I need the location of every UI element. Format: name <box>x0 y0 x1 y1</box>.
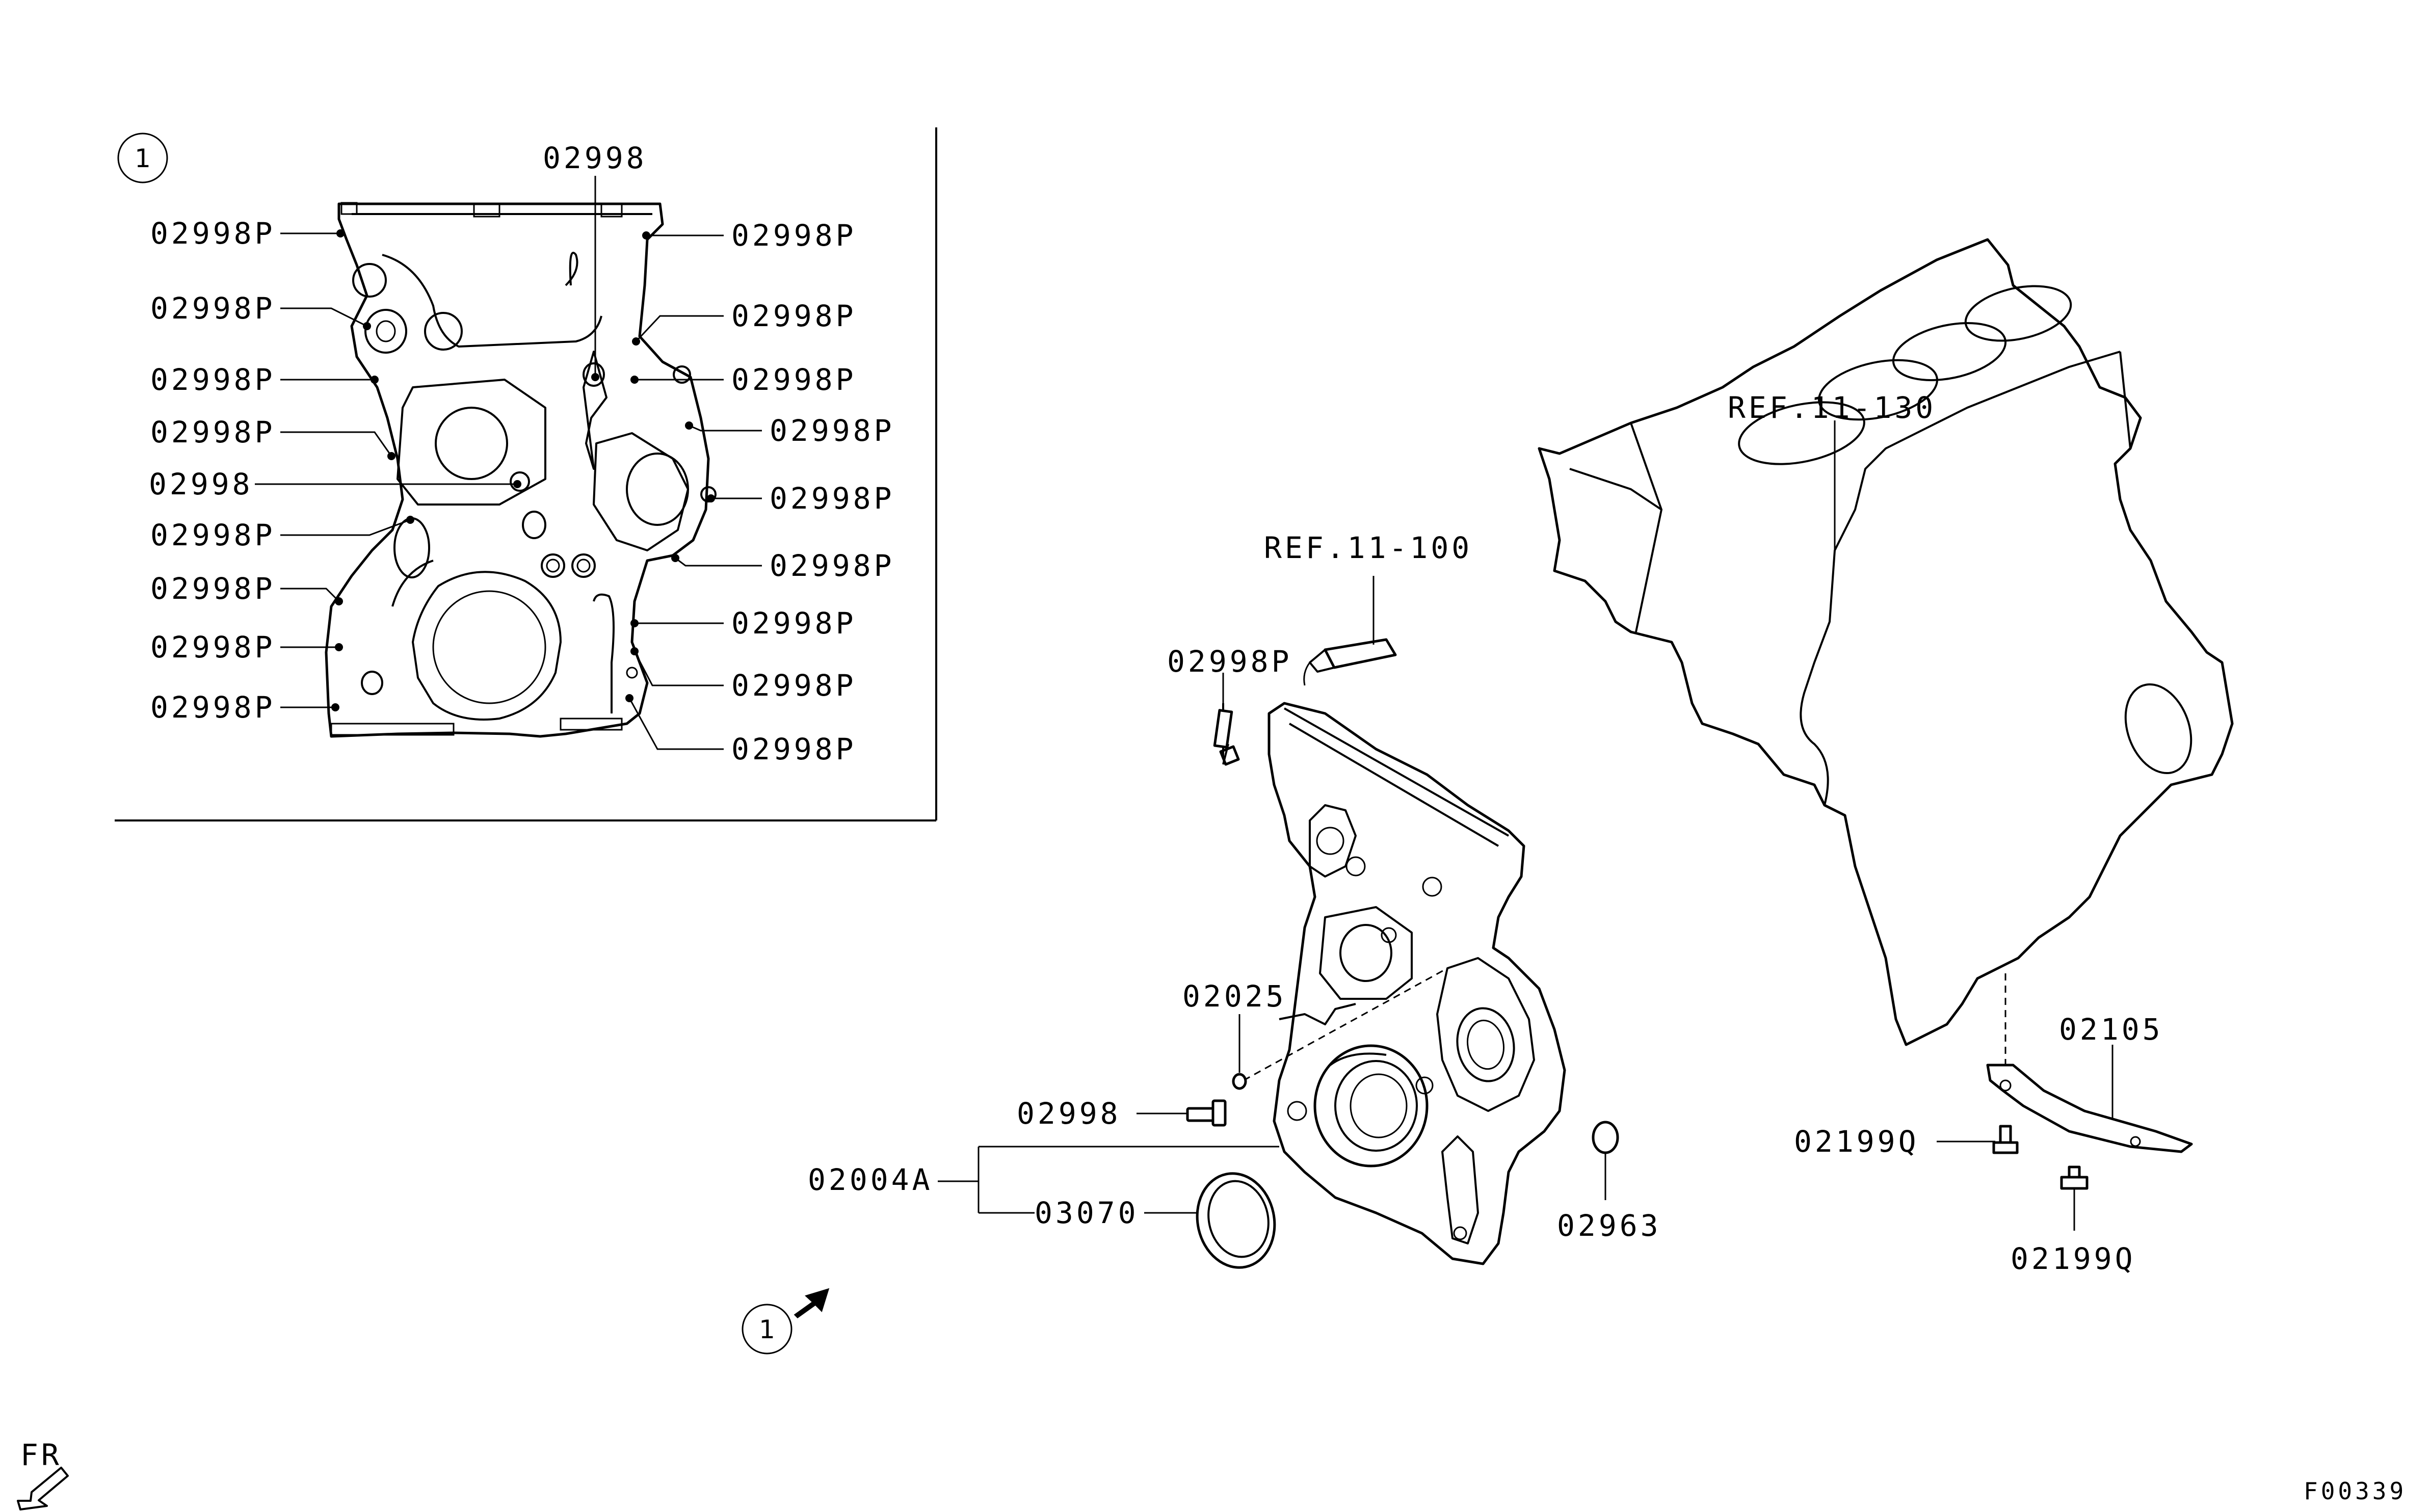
sealant-tube-drawing <box>1303 576 1397 686</box>
o-ring-drawing <box>1592 1121 1619 1154</box>
bolt-02998p-drawing <box>1213 703 1240 766</box>
callout-inset-left-3: 02998P <box>150 362 276 397</box>
callout-o-ring[interactable]: 02963 <box>1557 1208 1661 1243</box>
callout-inset-left-9: 02998P <box>150 690 276 725</box>
callout-inset-left-2: 02998P <box>150 291 276 326</box>
callout-inset-left-4: 02998P <box>150 415 276 449</box>
callout-inset-right-1: 02998P <box>731 218 857 253</box>
callout-oil-seal[interactable]: 03070 <box>1035 1196 1139 1230</box>
callout-inset-left-6: 02998P <box>150 518 276 552</box>
front-arrow-icon <box>17 1467 69 1510</box>
front-indicator-label: FR <box>20 1438 62 1472</box>
view-circle-number: 1 <box>759 1315 775 1344</box>
callout-ref-sealant[interactable]: REF.11-100 <box>1264 530 1472 565</box>
inset-callouts-left: 02998P 02998P 02998P 02998P 02998 02998P… <box>149 216 276 725</box>
inset-callouts-right: 02998P 02998P 02998P 02998P 02998P 02998… <box>731 218 895 766</box>
callout-bracket-bolt-2[interactable]: 02199Q <box>2011 1241 2136 1276</box>
bracket-bolt-1-drawing <box>1992 1125 2019 1154</box>
inset-timing-cover-drawing <box>325 202 717 738</box>
callout-inset-top: 02998 <box>543 141 647 175</box>
inset-circle-marker[interactable]: 1 <box>117 132 168 183</box>
view-marker[interactable]: 1 <box>742 1304 793 1355</box>
callout-inset-left-5: 02998 <box>149 467 253 501</box>
engine-block-drawing <box>1538 238 2234 1046</box>
washer-drawing <box>1232 1073 1247 1090</box>
callout-bracket[interactable]: 02105 <box>2059 1012 2163 1047</box>
figure-code: F00339 <box>2304 1477 2407 1505</box>
bracket-drawing <box>1986 973 2193 1153</box>
view-direction-arrow-icon <box>794 1288 830 1318</box>
oil-seal-drawing <box>1196 1172 1276 1269</box>
callout-bolt-top[interactable]: 02998P <box>1167 644 1292 679</box>
callout-inset-right-9: 02998P <box>731 732 857 766</box>
callout-bracket-bolt-1[interactable]: 02199Q <box>1794 1124 1919 1159</box>
inset-circle-number: 1 <box>135 144 151 173</box>
inset-frame <box>115 127 937 821</box>
callout-inset-left-1: 02998P <box>150 216 276 251</box>
callout-bolt-side[interactable]: 02998 <box>1017 1096 1121 1131</box>
callout-inset-right-4: 02998P <box>770 413 895 448</box>
callout-washer[interactable]: 02025 <box>1182 979 1287 1014</box>
callout-inset-left-7: 02998P <box>150 571 276 606</box>
callout-ref-block[interactable]: REF.11-130 <box>1728 390 1936 425</box>
callout-inset-right-6: 02998P <box>770 548 895 583</box>
front-indicator: FR <box>17 1438 69 1510</box>
callout-inset-right-7: 02998P <box>731 606 857 641</box>
callout-cover-assy[interactable]: 02004A <box>808 1162 933 1197</box>
inset-leaders <box>255 176 762 750</box>
bracket-bolt-2-drawing <box>2060 1165 2089 1190</box>
timing-cover-drawing <box>1243 702 1566 1265</box>
bolt-02998-drawing <box>1186 1099 1227 1127</box>
callout-inset-left-8: 02998P <box>150 630 276 665</box>
cover-assy-leaders <box>938 1146 1279 1214</box>
callout-inset-right-8: 02998P <box>731 668 857 703</box>
callout-inset-right-3: 02998P <box>731 362 857 397</box>
callout-inset-right-2: 02998P <box>731 299 857 333</box>
callout-inset-right-5: 02998P <box>770 481 895 516</box>
